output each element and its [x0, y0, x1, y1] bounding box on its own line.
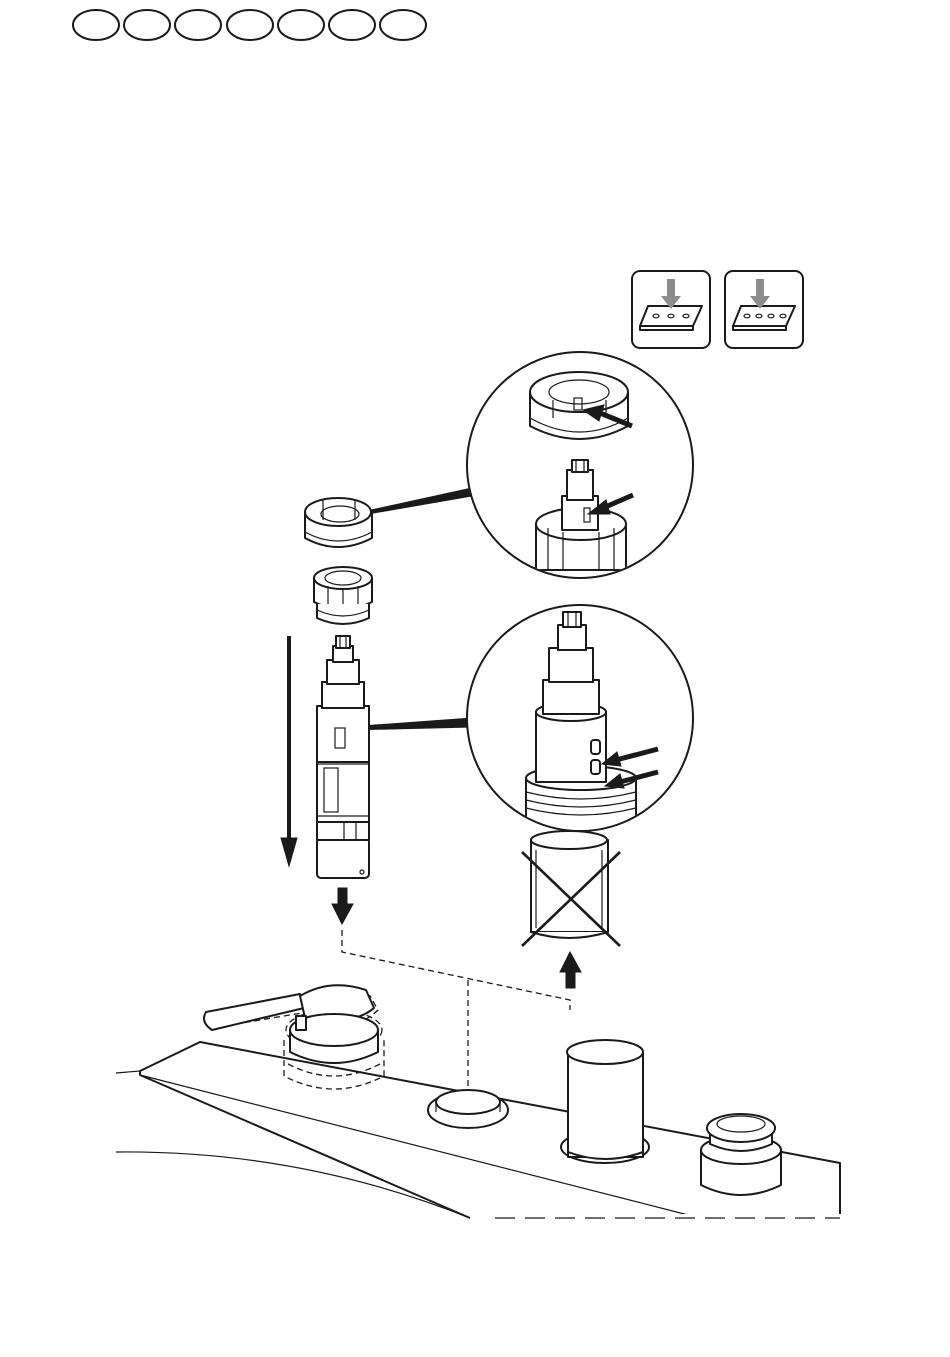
retaining-ring — [305, 498, 372, 547]
spout-body — [561, 1040, 649, 1163]
step-oval-4 — [227, 10, 273, 40]
up-arrow — [560, 952, 581, 988]
do-not-use-cylinder — [522, 831, 620, 946]
detail-circle-nut-alignment — [467, 352, 693, 578]
insert-direction-arrow — [281, 636, 297, 866]
step-oval-3 — [175, 10, 221, 40]
detail-circle-locating-pins — [467, 605, 693, 840]
step-indicator — [73, 10, 426, 40]
four-hole-deck-icon — [725, 271, 803, 348]
short-down-arrow — [332, 888, 353, 924]
bonnet-nut — [314, 567, 372, 624]
step-oval-7 — [380, 10, 426, 40]
step-oval-2 — [124, 10, 170, 40]
step-oval-6 — [329, 10, 375, 40]
deck-hole — [428, 1090, 508, 1128]
three-hole-deck-icon — [632, 271, 710, 348]
side-control-knob — [701, 1114, 781, 1195]
leader-line-top — [362, 488, 472, 515]
step-oval-5 — [278, 10, 324, 40]
valve-cartridge — [317, 636, 369, 878]
step-oval-1 — [73, 10, 119, 40]
